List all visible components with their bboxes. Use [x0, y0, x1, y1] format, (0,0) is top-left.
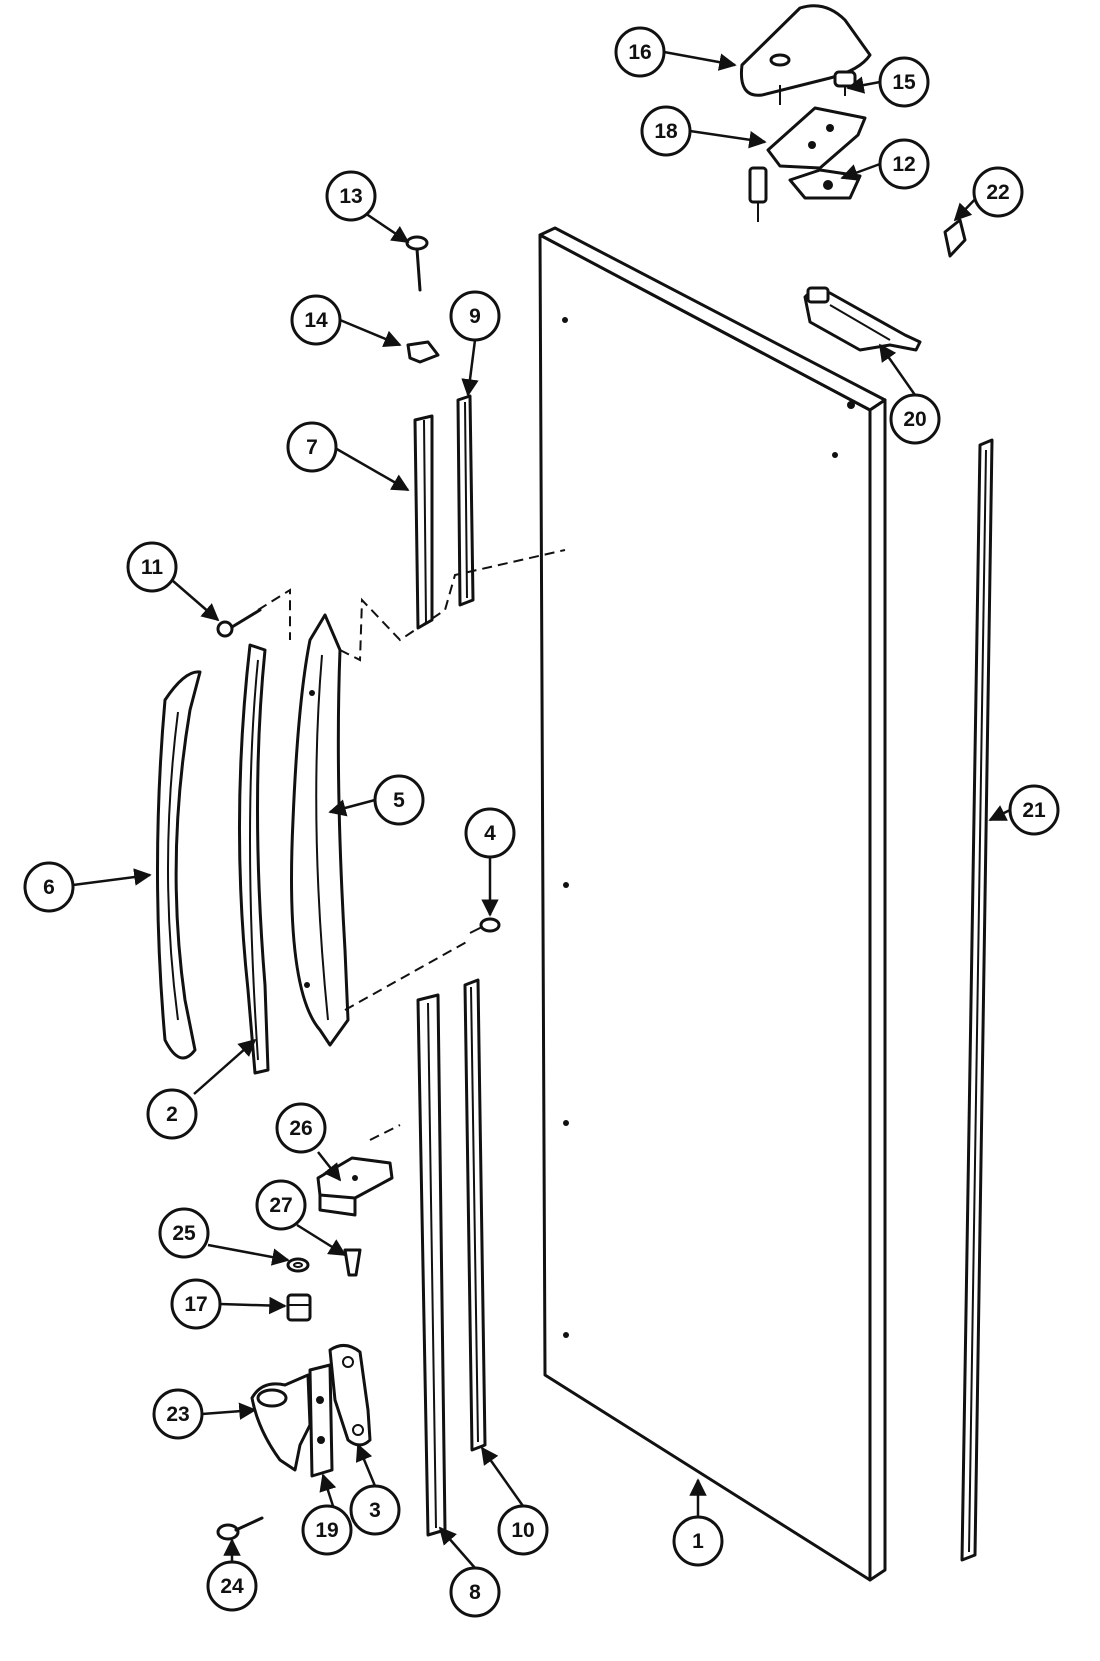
- callout-6: 6: [23, 861, 75, 913]
- callout-2: 2: [146, 1088, 198, 1140]
- svg-text:2: 2: [166, 1103, 178, 1126]
- callout-18: 18: [640, 105, 692, 157]
- callout-23: 23: [152, 1388, 204, 1440]
- callout-15: 15: [878, 56, 930, 108]
- svg-text:11: 11: [141, 556, 164, 579]
- hinge-cover: [739, 4, 872, 105]
- svg-text:23: 23: [166, 1403, 189, 1426]
- callout-24: 24: [206, 1560, 258, 1612]
- screw-11: [216, 608, 262, 638]
- bushing: [286, 1293, 312, 1322]
- svg-text:7: 7: [306, 436, 318, 459]
- callout-1: 1: [672, 1515, 724, 1567]
- lower-trim-channel: [416, 993, 447, 1537]
- washer: [286, 1257, 310, 1273]
- svg-text:10: 10: [511, 1519, 534, 1542]
- svg-text:26: 26: [289, 1117, 312, 1140]
- upper-trim-channel: [413, 414, 434, 630]
- svg-text:1: 1: [692, 1530, 704, 1553]
- svg-text:14: 14: [304, 309, 328, 332]
- svg-text:6: 6: [43, 876, 55, 899]
- screw-4: [469, 917, 501, 934]
- alignment-lines: [257, 549, 566, 1141]
- svg-text:20: 20: [903, 408, 926, 431]
- handle-trim: [156, 670, 202, 1060]
- svg-text:27: 27: [269, 1194, 292, 1217]
- callout-20: 20: [889, 393, 941, 445]
- svg-text:22: 22: [986, 181, 1009, 204]
- screw-24: [216, 1516, 264, 1541]
- svg-text:19: 19: [315, 1519, 338, 1542]
- lower-hinge: [250, 1373, 312, 1472]
- callouts: 1 2 3 4 5 6 7 8 9 10 11 12 13 14 15 16 1…: [23, 26, 1060, 1618]
- svg-text:21: 21: [1022, 799, 1046, 822]
- svg-text:8: 8: [469, 1581, 481, 1604]
- svg-text:16: 16: [628, 41, 651, 64]
- door-panel: [538, 226, 887, 1582]
- callout-9: 9: [449, 290, 501, 342]
- svg-text:18: 18: [654, 120, 678, 143]
- callout-11: 11: [126, 541, 178, 593]
- door-handle: [290, 613, 350, 1047]
- screw-27: [343, 1248, 362, 1277]
- callout-3: 3: [349, 1484, 401, 1536]
- svg-text:12: 12: [892, 153, 915, 176]
- door-stop-bracket: [803, 286, 922, 352]
- svg-text:3: 3: [369, 1499, 381, 1522]
- svg-text:4: 4: [484, 822, 496, 845]
- callout-13: 13: [325, 170, 377, 222]
- svg-text:17: 17: [184, 1293, 207, 1316]
- clip-14: [406, 340, 440, 364]
- leader-lines: [72, 50, 1011, 1569]
- svg-text:25: 25: [172, 1222, 196, 1245]
- svg-text:5: 5: [393, 789, 405, 812]
- side-trim-strip: [960, 438, 994, 1562]
- callout-22: 22: [972, 166, 1024, 218]
- callout-10: 10: [497, 1504, 549, 1556]
- door-clip: [943, 218, 967, 258]
- callout-19: 19: [301, 1504, 353, 1556]
- callout-8: 8: [449, 1566, 501, 1618]
- callout-25: 25: [158, 1207, 210, 1259]
- hinge-screw: [833, 70, 857, 96]
- upper-hinge: [748, 106, 867, 222]
- svg-text:24: 24: [220, 1575, 244, 1598]
- svg-text:13: 13: [339, 185, 362, 208]
- callout-7: 7: [286, 421, 338, 473]
- callout-14: 14: [290, 294, 342, 346]
- handle-gasket: [237, 643, 270, 1075]
- callout-16: 16: [614, 26, 666, 78]
- callout-4: 4: [464, 807, 516, 859]
- hinge-shim-lower: [308, 1363, 334, 1478]
- screw-13: [405, 235, 429, 292]
- hinge-plate: [328, 1344, 372, 1447]
- svg-text:9: 9: [469, 305, 481, 328]
- callout-21: 21: [1008, 784, 1060, 836]
- lower-trim-strip: [463, 978, 487, 1452]
- callout-12: 12: [878, 138, 930, 190]
- callout-27: 27: [255, 1179, 307, 1231]
- callout-17: 17: [170, 1278, 222, 1330]
- callout-5: 5: [373, 774, 425, 826]
- svg-text:15: 15: [892, 71, 916, 94]
- upper-trim-strip: [456, 394, 475, 607]
- callout-26: 26: [275, 1102, 327, 1154]
